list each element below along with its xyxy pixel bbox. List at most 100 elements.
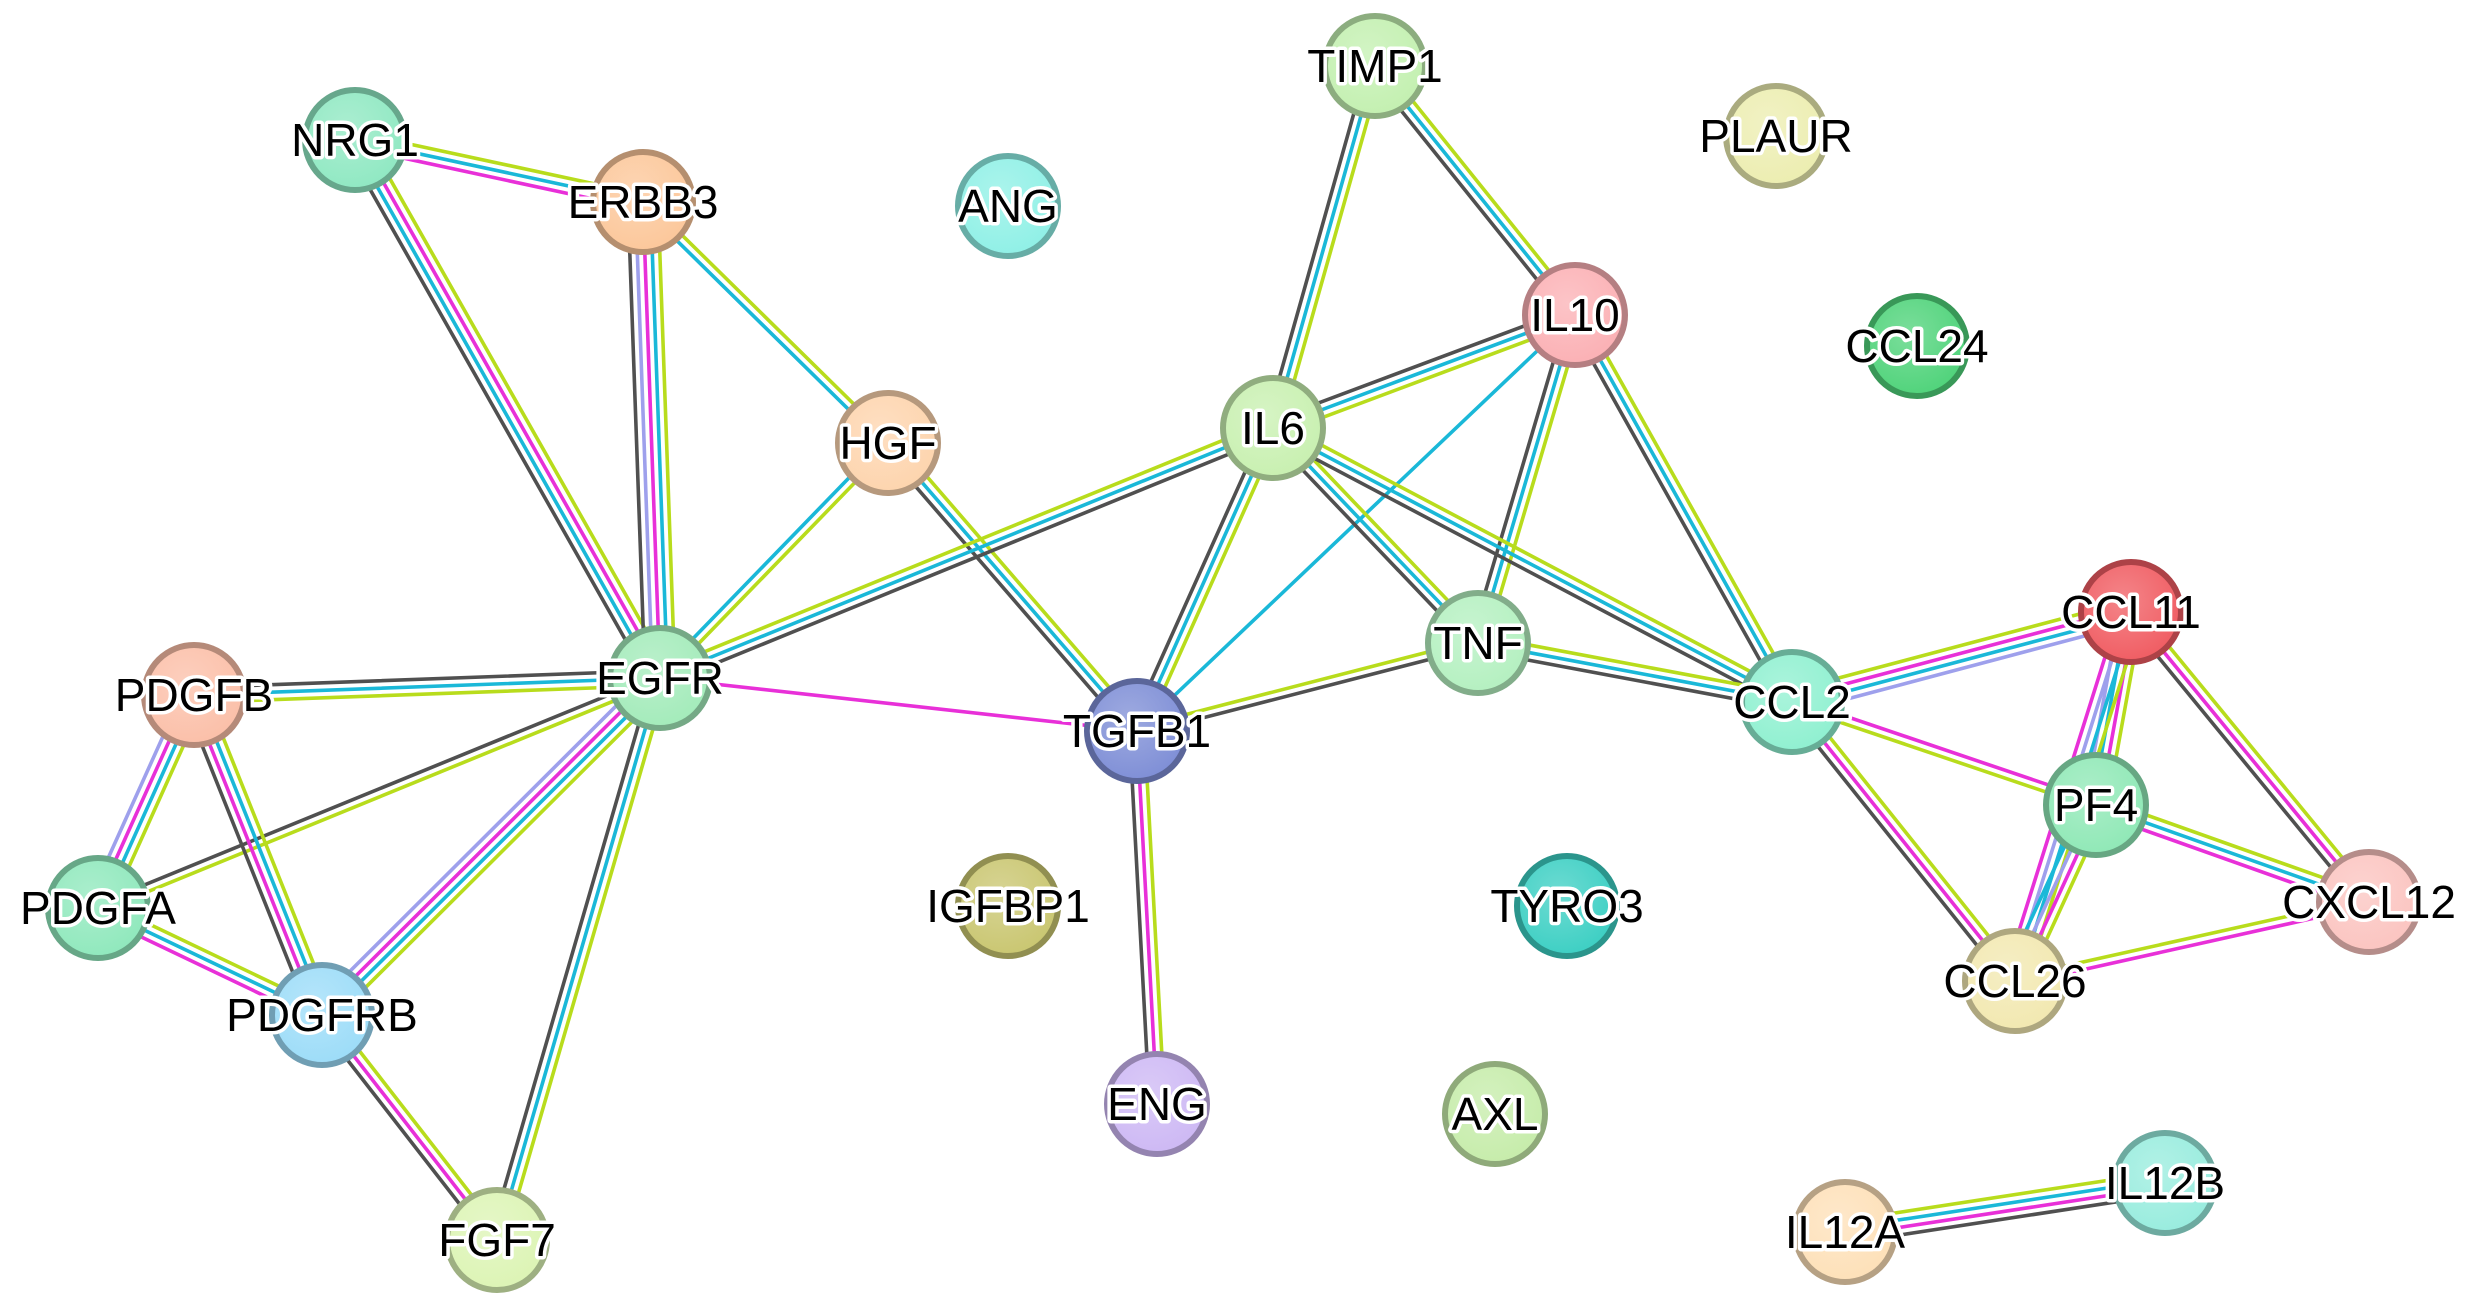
protein-node-pdgfb[interactable]: PDGFB bbox=[111, 642, 277, 748]
evidence-line-experiments bbox=[1791, 696, 2100, 804]
edge-egfr-pdgfb[interactable] bbox=[191, 668, 663, 705]
edge-hgf-egfr[interactable] bbox=[655, 438, 893, 683]
protein-circle bbox=[607, 625, 713, 731]
protein-label: PF4 bbox=[2054, 779, 2138, 831]
protein-label: CCL2 bbox=[1733, 676, 1851, 728]
edge-ccl2-pf4[interactable] bbox=[1788, 696, 2100, 811]
edge-egfr-il6[interactable] bbox=[655, 419, 1278, 687]
edge-il10-tnf[interactable] bbox=[1469, 311, 1584, 647]
protein-circle bbox=[590, 149, 696, 255]
protein-node-pdgfa[interactable]: PDGFA bbox=[17, 855, 180, 961]
evidence-line-textmining bbox=[891, 436, 1145, 728]
evidence-line-database bbox=[495, 676, 662, 1242]
protein-node-pdgfrb[interactable]: PDGFRB bbox=[223, 962, 421, 1068]
evidence-line-textmining bbox=[202, 689, 335, 1013]
protein-node-il12b[interactable]: IL12B bbox=[2101, 1130, 2229, 1236]
edge-ccl26-cxcl12[interactable] bbox=[2012, 896, 2372, 987]
evidence-line-experiments bbox=[356, 136, 666, 678]
edge-il10-tgfb1[interactable] bbox=[1135, 313, 1577, 733]
edge-egfr-pdgfrb[interactable] bbox=[312, 668, 670, 1025]
protein-node-il10[interactable]: IL10 bbox=[1522, 262, 1628, 368]
protein-node-fgf7[interactable]: FGF7 bbox=[435, 1187, 559, 1293]
edge-pdgfb-pdgfrb[interactable] bbox=[181, 689, 335, 1021]
evidence-line-textmining bbox=[1579, 309, 1801, 701]
edge-nrg1-egfr[interactable] bbox=[343, 132, 672, 686]
protein-node-ang[interactable]: ANG bbox=[955, 153, 1061, 259]
evidence-line-textmining bbox=[328, 684, 670, 1025]
protein-node-tnf[interactable]: TNF bbox=[1425, 590, 1531, 696]
evidence-line-textmining bbox=[2134, 605, 2377, 900]
protein-node-il12a[interactable]: IL12A bbox=[1781, 1179, 1909, 1285]
protein-node-ccl11[interactable]: CCL11 bbox=[2058, 559, 2204, 665]
edge-egfr-pdgfa[interactable] bbox=[94, 672, 664, 914]
evidence-line-coexpression bbox=[1474, 648, 1793, 712]
edge-tgfb1-eng[interactable] bbox=[1127, 728, 1167, 1107]
protein-node-nrg1[interactable]: NRG1 bbox=[288, 87, 422, 193]
protein-circle bbox=[2316, 849, 2422, 955]
protein-node-tyro3[interactable]: TYRO3 bbox=[1487, 853, 1647, 959]
protein-node-il6[interactable]: IL6 bbox=[1220, 375, 1326, 481]
edge-timp1-il10[interactable] bbox=[1367, 59, 1583, 322]
protein-node-erbb3[interactable]: ERBB3 bbox=[564, 149, 722, 255]
protein-circle bbox=[1962, 928, 2068, 1034]
protein-label: IL10 bbox=[1530, 289, 1620, 341]
edge-ccl2-ccl11[interactable] bbox=[1787, 599, 2136, 715]
protein-label: NRG1 bbox=[291, 114, 419, 166]
edge-il6-ccl2[interactable] bbox=[1267, 419, 1798, 711]
evidence-line-textmining bbox=[1483, 315, 1584, 647]
edge-erbb3-egfr[interactable] bbox=[626, 199, 677, 681]
evidence-line-coexpression bbox=[1367, 68, 1571, 322]
edge-egfr-tgfb1[interactable] bbox=[658, 676, 1139, 733]
protein-node-ccl24[interactable]: CCL24 bbox=[1842, 293, 1992, 399]
evidence-line-coexpression bbox=[1128, 423, 1268, 730]
protein-circle bbox=[444, 1187, 550, 1293]
edge-ccl2-ccl26[interactable] bbox=[1784, 695, 2023, 988]
protein-label: PDGFA bbox=[20, 882, 176, 934]
edge-timp1-il6[interactable] bbox=[1263, 62, 1385, 432]
edge-il12a-il12b[interactable] bbox=[1841, 1170, 2169, 1245]
protein-label: IL12A bbox=[1785, 1206, 1906, 1258]
protein-node-timp1[interactable]: TIMP1 bbox=[1304, 13, 1446, 119]
evidence-line-coexpression bbox=[1267, 432, 1791, 711]
edge-egfr-fgf7[interactable] bbox=[487, 674, 670, 1244]
protein-circle bbox=[1864, 293, 1970, 399]
evidence-line-database bbox=[1135, 313, 1577, 733]
evidence-line-textmining bbox=[1142, 429, 1282, 736]
protein-node-eng[interactable]: ENG bbox=[1104, 1051, 1210, 1157]
protein-node-ccl2[interactable]: CCL2 bbox=[1730, 649, 1854, 755]
edge-hgf-tgfb1[interactable] bbox=[880, 436, 1145, 738]
protein-circle bbox=[955, 153, 1061, 259]
evidence-line-textmining bbox=[655, 419, 1272, 673]
edge-il10-il6[interactable] bbox=[1268, 306, 1580, 437]
protein-label: IL12B bbox=[2105, 1157, 2225, 1209]
protein-node-pf4[interactable]: PF4 bbox=[2043, 752, 2149, 858]
protein-node-egfr[interactable]: EGFR bbox=[593, 625, 727, 731]
protein-node-cxcl12[interactable]: CXCL12 bbox=[2279, 849, 2459, 955]
edge-erbb3-hgf[interactable] bbox=[638, 197, 893, 448]
evidence-line-coexpression bbox=[1263, 62, 1370, 428]
protein-node-plaur[interactable]: PLAUR bbox=[1696, 83, 1856, 189]
evidence-line-experiments bbox=[2014, 903, 2372, 987]
evidence-line-coexpression bbox=[1127, 729, 1152, 1107]
edge-tnf-ccl2[interactable] bbox=[1474, 633, 1796, 712]
evidence-line-coexpression bbox=[1784, 704, 2011, 988]
evidence-line-coexpression bbox=[343, 143, 653, 686]
protein-label: PLAUR bbox=[1699, 110, 1852, 162]
edge-tgfb1-tnf[interactable] bbox=[1134, 637, 1481, 737]
protein-node-tgfb1[interactable]: TGFB1 bbox=[1059, 678, 1215, 784]
protein-circle bbox=[302, 87, 408, 193]
protein-node-hgf[interactable]: HGF bbox=[835, 390, 941, 496]
protein-label: CCL11 bbox=[2061, 586, 2201, 638]
evidence-line-database bbox=[1573, 313, 1794, 704]
evidence-line-database bbox=[648, 199, 670, 680]
evidence-line-coexpression bbox=[1844, 1192, 2169, 1245]
edge-ccl11-cxcl12[interactable] bbox=[2123, 605, 2377, 909]
protein-node-igfbp1[interactable]: IGFBP1 bbox=[923, 853, 1093, 959]
protein-node-axl[interactable]: AXL bbox=[1442, 1061, 1548, 1167]
protein-label: PDGFB bbox=[115, 669, 273, 721]
protein-circle bbox=[1084, 678, 1190, 784]
protein-node-ccl26[interactable]: CCL26 bbox=[1940, 928, 2090, 1034]
edge-il10-ccl2[interactable] bbox=[1566, 309, 1801, 708]
edge-il6-tgfb1[interactable] bbox=[1128, 423, 1282, 736]
